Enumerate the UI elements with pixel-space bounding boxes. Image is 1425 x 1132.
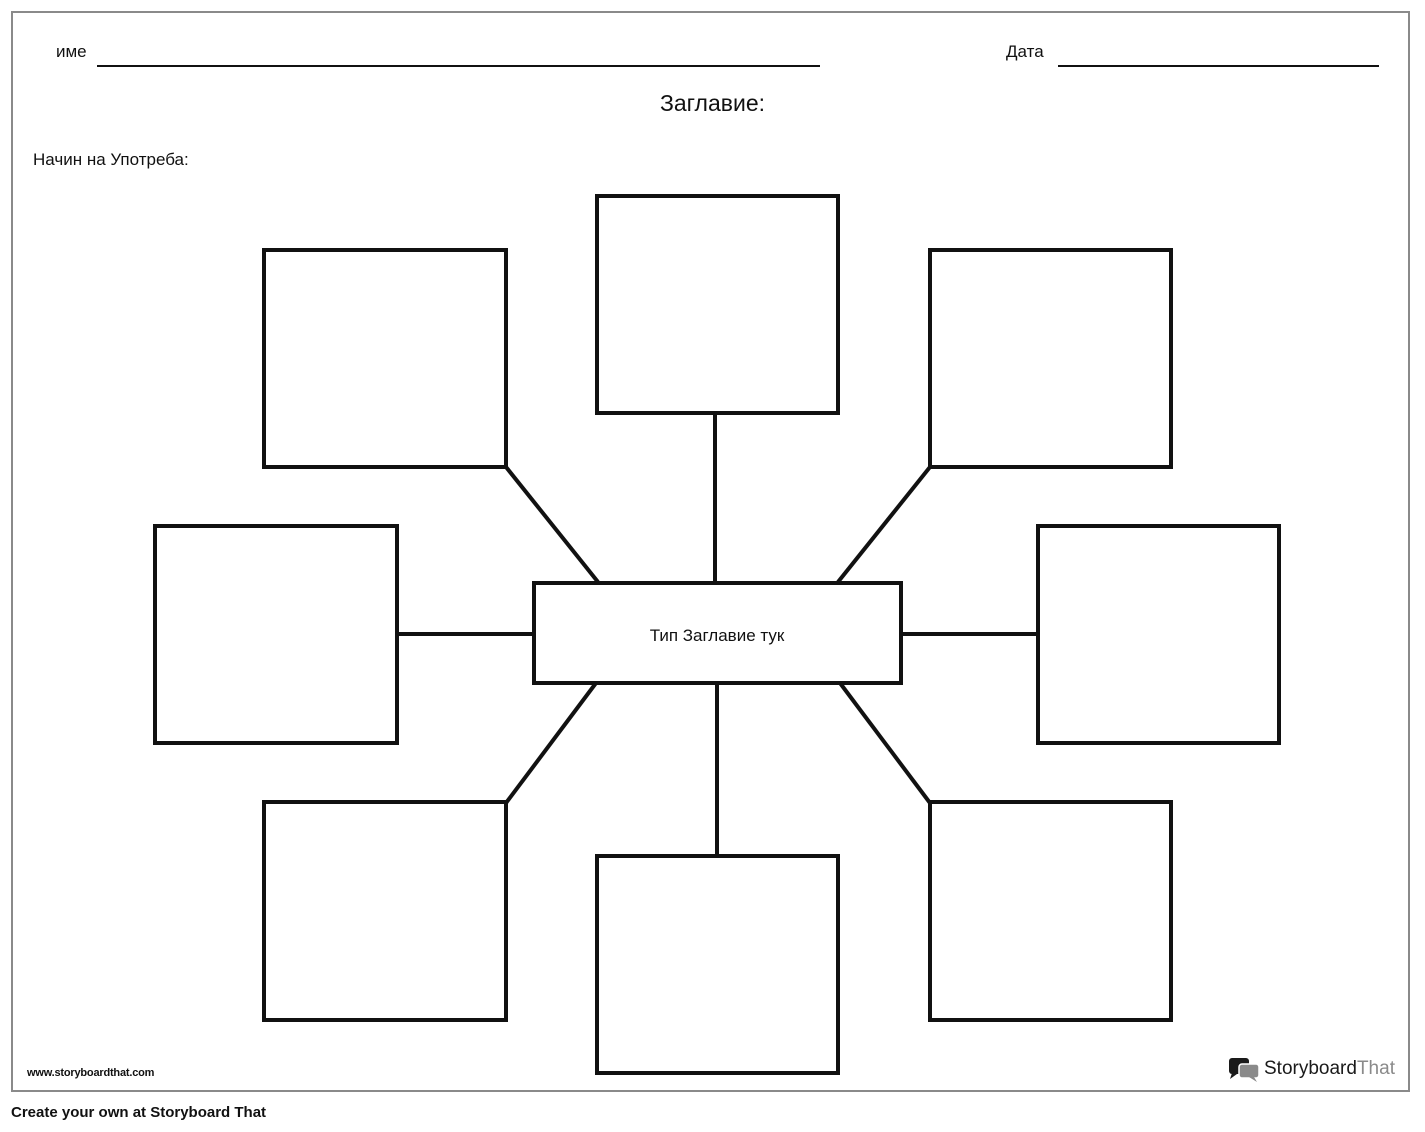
speech-bubbles-icon (1229, 1058, 1260, 1082)
title-label: Заглавие: (659, 90, 766, 116)
brand-name-main: Storyboard (1264, 1058, 1357, 1079)
name-label: име (56, 42, 87, 61)
usage-label: Начин на Употреба: (33, 150, 189, 169)
center-text: Тип Заглавие тук (650, 626, 785, 645)
box-bottom-right[interactable] (928, 800, 1173, 1022)
center-box[interactable] (532, 581, 903, 685)
box-bottom[interactable] (595, 854, 840, 1075)
connector-top-right (836, 465, 932, 584)
date-field-line[interactable] (1058, 65, 1379, 67)
box-top-left[interactable] (262, 248, 508, 469)
connector-top-left (504, 465, 600, 584)
box-bottom-left[interactable] (262, 800, 508, 1022)
footer-link[interactable]: Create your own at Storyboard That (11, 1104, 267, 1121)
name-field-line[interactable] (97, 65, 820, 67)
website-url: www.storyboardthat.com (27, 1067, 155, 1079)
brand-name: StoryboardThat (1264, 1058, 1395, 1080)
box-top[interactable] (595, 194, 840, 415)
brand-name-suffix: That (1356, 1058, 1395, 1079)
box-right[interactable] (1036, 524, 1281, 745)
connector-bottom-right (838, 681, 932, 805)
box-left[interactable] (153, 524, 399, 745)
brand-logo: StoryboardThat (1228, 1055, 1395, 1083)
box-top-right[interactable] (928, 248, 1173, 469)
connector-bottom-left (504, 681, 598, 805)
date-label: Дата (1006, 42, 1044, 61)
